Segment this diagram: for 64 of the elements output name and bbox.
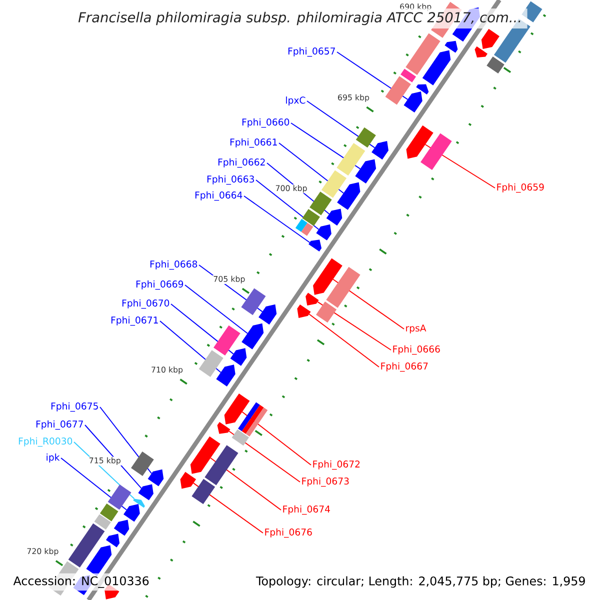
gene-label: lpxC (286, 96, 306, 106)
gene-block (308, 240, 322, 252)
gene-block (138, 484, 154, 500)
gene-label: Fphi_0672 (313, 460, 360, 470)
leader-line (184, 284, 248, 334)
gene-label: Fphi_0668 (150, 260, 198, 270)
gene-block (106, 534, 120, 548)
gene-block (422, 50, 451, 86)
gene-block (404, 92, 422, 113)
gene-block (217, 422, 230, 434)
gene-label: Fphi_0667 (381, 362, 428, 372)
gene-label: Fphi_0676 (265, 528, 312, 538)
footer-text: Accession: NC_010336 (9, 573, 154, 591)
leader-line (228, 430, 300, 482)
gene-block (230, 348, 247, 366)
gene-block (326, 208, 342, 226)
leader-line (84, 424, 142, 489)
gene-label: Fphi_0671 (111, 316, 158, 326)
gene-label: Fphi_0673 (302, 477, 349, 487)
gene-block (474, 46, 488, 58)
gene-block (124, 504, 140, 522)
leader-line (244, 196, 310, 243)
gene-block (337, 182, 360, 210)
gene-label: Fphi_0657 (288, 47, 335, 57)
gene-block (190, 436, 220, 474)
gene-label: Fphi_0659 (497, 183, 544, 193)
gene-block (86, 545, 112, 576)
gene-label: rpsA (406, 324, 426, 334)
leader-line (256, 180, 320, 230)
leader-line (308, 314, 380, 368)
gene-block (444, 40, 458, 53)
gene-label: ipk (46, 454, 60, 463)
gene-label: Fphi_R0030 (18, 437, 72, 447)
gene-block (316, 224, 332, 240)
gene-label: Fphi_0670 (122, 299, 170, 309)
gene-block (372, 141, 388, 160)
gene-block (355, 159, 376, 184)
gene-label: Fphi_0662 (218, 158, 265, 168)
gene-block (258, 304, 277, 325)
gene-block (416, 84, 429, 94)
gene-label: Fphi_0660 (242, 118, 290, 128)
leader-line (317, 301, 392, 350)
gene-block (406, 125, 434, 159)
gene-label: Fphi_0674 (283, 505, 330, 515)
gene-block (481, 28, 500, 50)
gene-block (114, 520, 130, 536)
gene-label: Fphi_0677 (36, 420, 83, 430)
gene-label: Fphi_0675 (51, 402, 98, 412)
gene-block (297, 304, 311, 318)
gene-block (313, 258, 342, 295)
gene-block (148, 469, 164, 486)
gene-label: Fphi_0661 (230, 138, 277, 148)
gene-label: Fphi_0663 (207, 175, 254, 185)
gene-label: Fphi_0664 (195, 191, 242, 201)
gene-label: Fphi_0666 (393, 345, 440, 355)
gene-block (224, 394, 250, 424)
gene-block (180, 472, 196, 489)
gene-label: Fphi_0669 (136, 280, 184, 290)
gene-block (216, 364, 236, 386)
leader-line (306, 100, 376, 148)
gene-block (242, 323, 264, 350)
gene-block (133, 498, 145, 508)
gene-block (306, 292, 319, 306)
footer-text: Topology: circular; Length: 2,045,775 bp; Genes: 1,959 (252, 574, 590, 590)
